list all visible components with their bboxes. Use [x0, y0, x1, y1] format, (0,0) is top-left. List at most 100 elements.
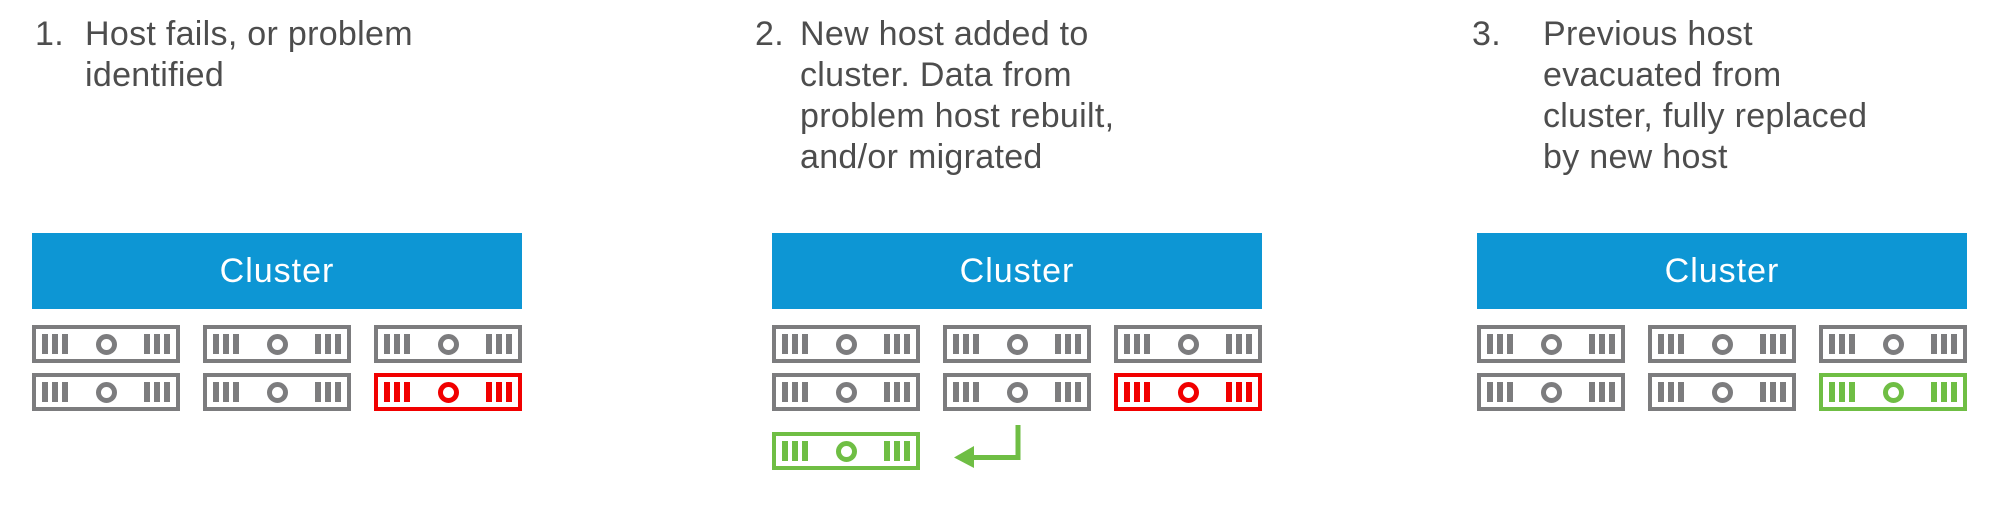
cluster-bar: Cluster [1477, 233, 1967, 309]
server-slots-left-icon [213, 382, 239, 402]
host-icon [32, 325, 180, 363]
host-icon [374, 325, 522, 363]
server-slots-right-icon [1931, 334, 1957, 354]
server-slots-left-icon [1658, 382, 1684, 402]
server-slots-right-icon [1589, 382, 1615, 402]
server-slots-right-icon [144, 382, 170, 402]
step-text-line: by new host [1543, 138, 1728, 176]
host-icon [1477, 325, 1625, 363]
new-host-icon [1819, 373, 1967, 411]
server-slots-left-icon [1829, 334, 1855, 354]
server-slots-right-icon [486, 334, 512, 354]
server-slots-right-icon [315, 334, 341, 354]
server-ring-icon [437, 381, 459, 403]
cluster-label: Cluster [1664, 251, 1780, 290]
server-slots-right-icon [1931, 382, 1957, 402]
server-slots-right-icon [884, 441, 910, 461]
server-slots-left-icon [1487, 382, 1513, 402]
server-ring-icon [1711, 333, 1733, 355]
server-slots-left-icon [782, 334, 808, 354]
host-icon [1648, 373, 1796, 411]
server-slots-left-icon [953, 382, 979, 402]
server-slots-right-icon [884, 334, 910, 354]
host-icon [1114, 325, 1262, 363]
server-slots-left-icon [213, 334, 239, 354]
server-slots-left-icon [953, 334, 979, 354]
server-ring-icon [266, 381, 288, 403]
server-slots-right-icon [1226, 334, 1252, 354]
server-slots-left-icon [1124, 382, 1150, 402]
server-ring-icon [1006, 333, 1028, 355]
server-ring-icon [835, 440, 857, 462]
server-ring-icon [1540, 333, 1562, 355]
cluster-label: Cluster [959, 251, 1075, 290]
server-ring-icon [1882, 333, 1904, 355]
server-ring-icon [835, 381, 857, 403]
step-text-line: New host added to [800, 15, 1089, 53]
server-ring-icon [1711, 381, 1733, 403]
server-ring-icon [1540, 381, 1562, 403]
host-icon [1819, 325, 1967, 363]
host-icon [772, 325, 920, 363]
server-slots-left-icon [1829, 382, 1855, 402]
server-slots-right-icon [1055, 382, 1081, 402]
step-text-line: problem host rebuilt, [800, 97, 1115, 135]
step-number: 1. [35, 15, 64, 53]
server-ring-icon [95, 381, 117, 403]
host-icon [203, 325, 351, 363]
server-ring-icon [835, 333, 857, 355]
server-ring-icon [1882, 381, 1904, 403]
host-icon [32, 373, 180, 411]
server-slots-left-icon [1658, 334, 1684, 354]
server-slots-right-icon [1760, 382, 1786, 402]
server-ring-icon [1006, 381, 1028, 403]
hosts-grid [772, 325, 1262, 411]
new-host-icon [772, 432, 920, 470]
step-text-line: Host fails, or problem [85, 15, 413, 53]
cluster-bar: Cluster [32, 233, 522, 309]
failed-host-icon [374, 373, 522, 411]
host-icon [943, 325, 1091, 363]
step-text-line: cluster. Data from [800, 56, 1072, 94]
server-slots-right-icon [486, 382, 512, 402]
step-text-line: Previous host [1543, 15, 1753, 53]
server-slots-right-icon [884, 382, 910, 402]
failed-host-icon [1114, 373, 1262, 411]
server-slots-left-icon [384, 334, 410, 354]
cluster-bar: Cluster [772, 233, 1262, 309]
step-text-line: and/or migrated [800, 138, 1043, 176]
cluster-label: Cluster [219, 251, 335, 290]
server-slots-left-icon [1124, 334, 1150, 354]
host-icon [1477, 373, 1625, 411]
server-slots-left-icon [782, 382, 808, 402]
server-slots-right-icon [1589, 334, 1615, 354]
server-slots-left-icon [1487, 334, 1513, 354]
server-slots-left-icon [42, 334, 68, 354]
host-icon [772, 373, 920, 411]
step-number: 2. [755, 15, 784, 53]
server-ring-icon [1177, 333, 1199, 355]
hosts-grid [32, 325, 522, 411]
return-arrow-icon [954, 425, 1021, 468]
new-host-row [772, 425, 1262, 470]
step-text-line: evacuated from [1543, 56, 1782, 94]
server-slots-left-icon [782, 441, 808, 461]
step-number: 3. [1472, 15, 1501, 53]
server-slots-left-icon [42, 382, 68, 402]
server-slots-left-icon [384, 382, 410, 402]
server-slots-right-icon [144, 334, 170, 354]
server-slots-right-icon [1760, 334, 1786, 354]
host-icon [943, 373, 1091, 411]
server-slots-right-icon [1226, 382, 1252, 402]
host-icon [1648, 325, 1796, 363]
